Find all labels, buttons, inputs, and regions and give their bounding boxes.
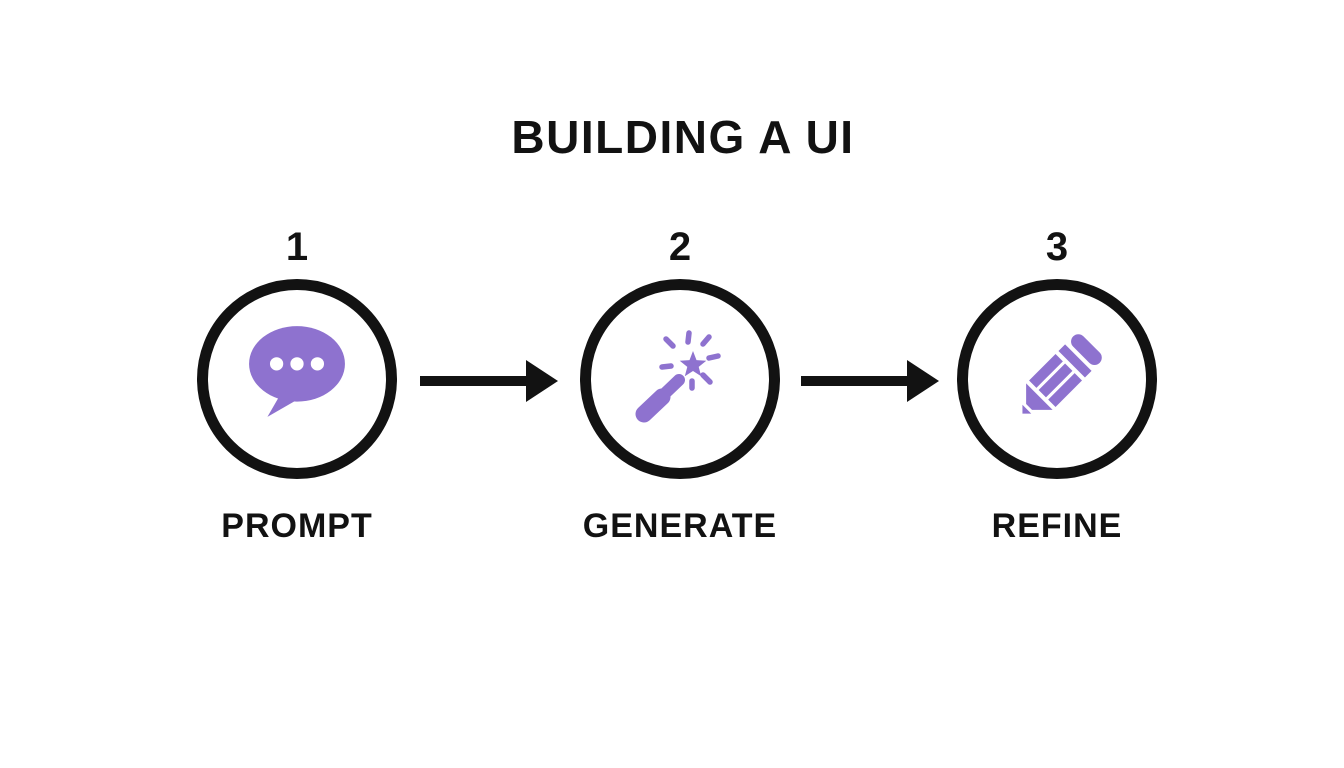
step-refine: 3 REFINE [907, 225, 1207, 547]
step-circle [197, 279, 397, 479]
step-number: 3 [1045, 225, 1069, 269]
step-generate: 2 GENERA [530, 225, 830, 547]
speech-bubble-icon [246, 323, 348, 421]
step-label: REFINE [991, 507, 1123, 545]
step-number: 2 [668, 225, 692, 269]
arrow-right-icon [420, 357, 558, 405]
step-circle [580, 279, 780, 479]
step-number: 1 [285, 225, 309, 269]
step-label: PROMPT [221, 507, 373, 545]
pencil-icon [1005, 327, 1109, 431]
step-label: GENERATE [582, 507, 778, 545]
step-circle [957, 279, 1157, 479]
diagram-title: BUILDING A UI [511, 111, 855, 163]
arrow-right-icon [801, 357, 939, 405]
magic-wand-icon [630, 329, 730, 429]
step-prompt: 1 PROMPT [147, 225, 447, 547]
